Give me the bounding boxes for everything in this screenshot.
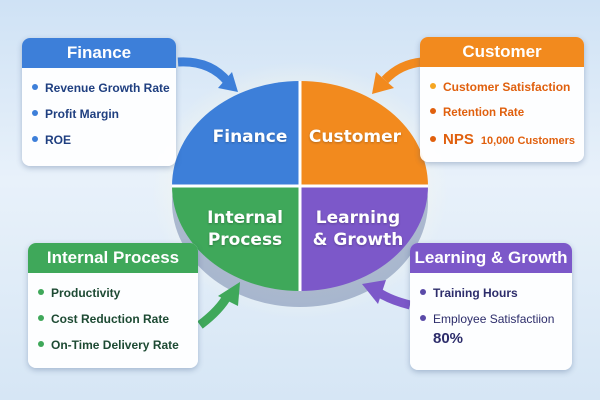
list-item: NPS 10,000 Customers [430, 131, 576, 150]
bullet-icon [38, 341, 44, 347]
finance-card-title: Finance [22, 38, 176, 68]
employee-satisfaction-value: 80% [433, 330, 464, 347]
list-item: Productivity [38, 285, 188, 301]
bullet-icon [32, 110, 38, 116]
arrow-internal [197, 292, 232, 329]
customer-card: Customer Customer Satisfaction Retention… [420, 37, 584, 162]
wheel-label-learning-line2: & Growth [312, 230, 404, 250]
learning-growth-card: Learning & Growth Training Hours Employe… [410, 243, 572, 370]
item-label: Revenue Growth Rate [45, 81, 170, 95]
item-label: Training Hours [433, 286, 518, 300]
arrow-learning [375, 288, 412, 310]
wheel-label-learning: Learning& Growth [303, 207, 413, 251]
list-item: Customer Satisfaction [430, 79, 574, 95]
bullet-icon [430, 83, 436, 89]
item-label: Profit Margin [45, 107, 119, 121]
arrow-customer [381, 57, 423, 84]
wheel-label-internal-line1: Internal [207, 208, 283, 228]
list-item: On-Time Delivery Rate [38, 337, 188, 353]
item-label: Retention Rate [443, 107, 525, 119]
bullet-icon [430, 108, 436, 114]
list-item: Revenue Growth Rate [32, 80, 170, 96]
bullet-icon [430, 136, 436, 142]
wheel-label-finance: Finance [212, 127, 288, 147]
list-item: Training Hours [420, 285, 562, 301]
nps-label: NPS [443, 131, 474, 148]
internal-process-card: Internal Process Productivity Cost Reduc… [28, 243, 198, 368]
bullet-icon [420, 315, 426, 321]
arrow-finance [177, 57, 232, 86]
wheel-customer [300, 81, 428, 186]
customer-card-title: Customer [420, 37, 584, 67]
list-item: Profit Margin [32, 106, 166, 122]
wheel-internal [172, 186, 300, 291]
item-label: On-Time Delivery Rate [51, 338, 179, 352]
finance-card: Finance Revenue Growth Rate Profit Margi… [22, 38, 176, 166]
list-item: Retention Rate [430, 105, 574, 121]
wheel-label-internal-line2: Process [207, 230, 283, 250]
wheel-label-learning-line1: Learning [315, 208, 401, 228]
internal-card-title: Internal Process [28, 243, 198, 273]
wheel-label-customer: Customer [308, 127, 402, 147]
item-label: Employee Satisfactiion [433, 312, 555, 326]
bullet-icon [32, 84, 38, 90]
nps-value: 10,000 Customers [480, 135, 576, 147]
item-label: Cost Reduction Rate [51, 312, 170, 326]
item-label: Productivity [51, 286, 121, 300]
learning-card-title: Learning & Growth [410, 243, 572, 273]
bullet-icon [38, 315, 44, 321]
bullet-icon [38, 289, 44, 295]
bullet-icon [420, 289, 426, 295]
item-label: ROE [45, 133, 72, 147]
wheel-learning [300, 186, 428, 291]
list-item: Cost Reduction Rate [38, 311, 188, 327]
list-item: Employee Satisfactiion [420, 311, 562, 327]
wheel-finance [172, 81, 300, 186]
list-item: ROE [32, 132, 166, 148]
bullet-icon [32, 136, 38, 142]
item-label: Customer Satisfaction [443, 80, 571, 94]
